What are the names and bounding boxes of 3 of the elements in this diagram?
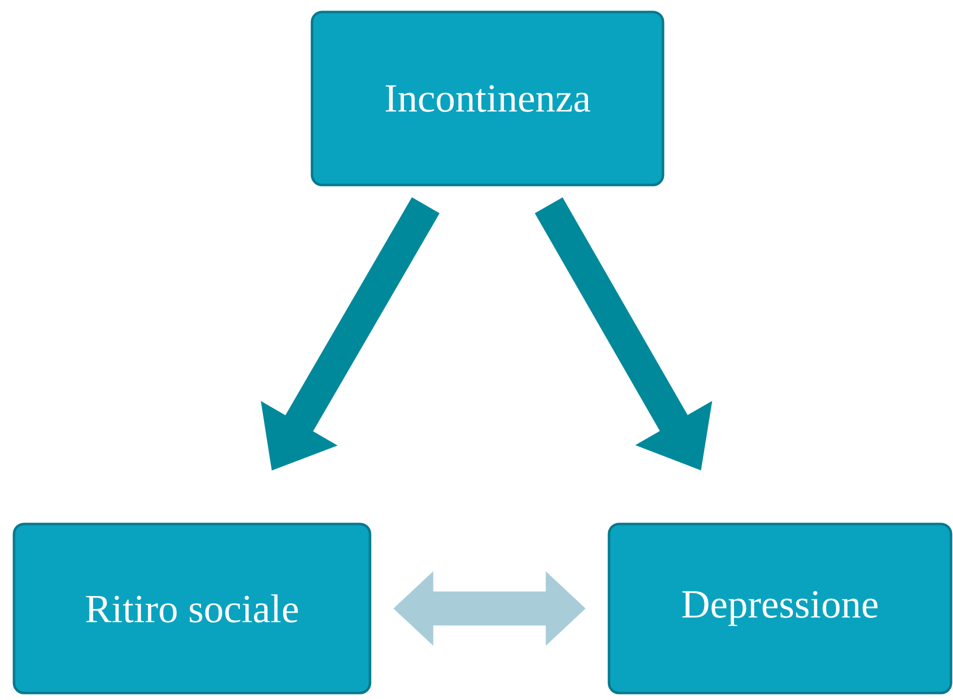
process-box: Ritiro sociale	[12, 522, 372, 694]
process-box: Incontinenza	[310, 10, 664, 186]
process-box: Depressione	[608, 522, 952, 694]
